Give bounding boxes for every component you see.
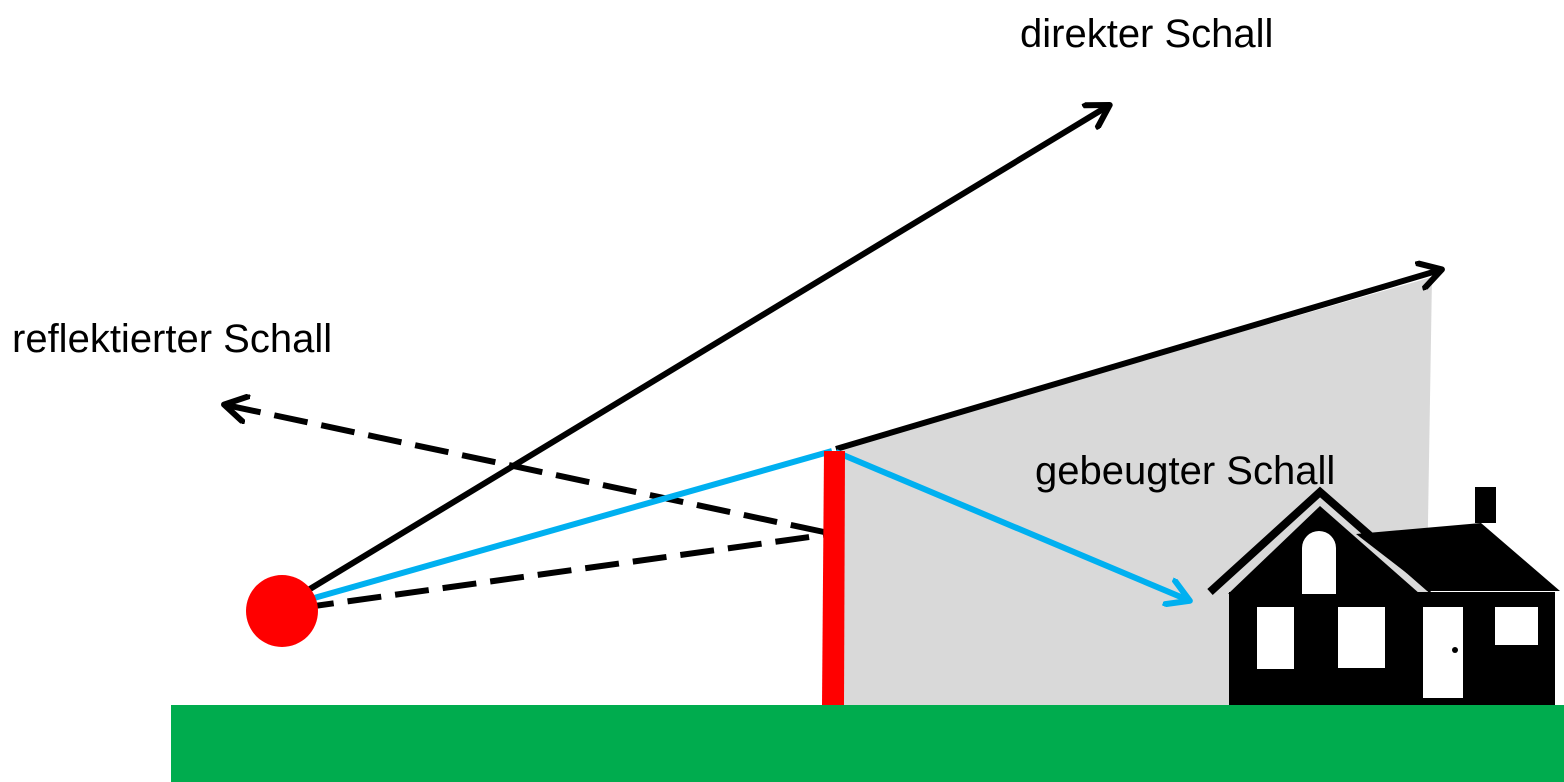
diffracted-sound-ray [834,449,1188,600]
label-reflected-sound: reflektierter Schall [12,317,332,361]
house-icon [1207,486,1560,705]
reflected-sound-ray [226,405,825,535]
diffracted-incident-ray [299,448,833,605]
ground-strip [171,705,1564,782]
sound-source [246,575,318,647]
label-direct-sound: direkter Schall [1020,12,1273,56]
over-barrier-ray [835,270,1440,452]
incident-ray-dashed [299,532,825,611]
direct-sound-ray [298,106,1108,598]
label-diffracted-sound: gebeugter Schall [1035,449,1335,493]
noise-barrier-wall [822,451,845,705]
